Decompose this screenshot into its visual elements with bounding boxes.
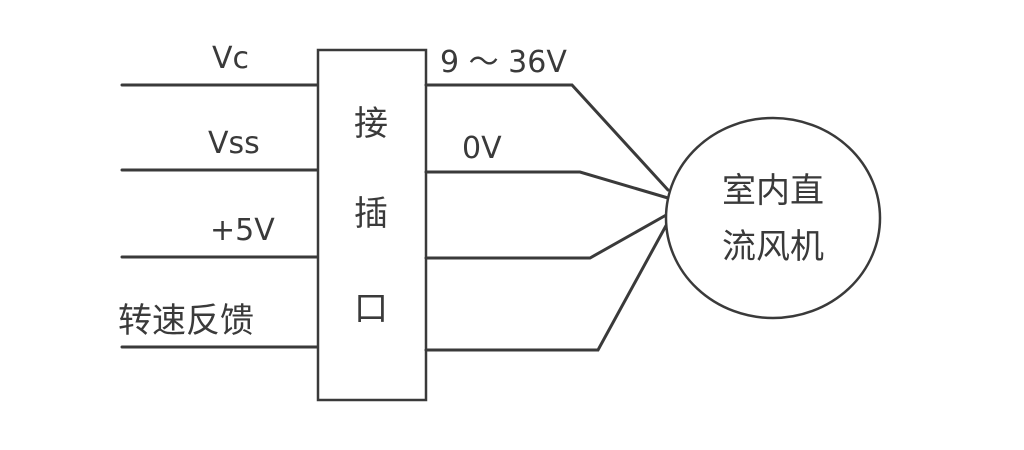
- output-wire-1: [424, 83, 670, 192]
- indoor-dc-fan-motor: [664, 116, 882, 320]
- vss-label: Vss: [208, 126, 260, 161]
- connector-char-2: 插: [354, 194, 388, 234]
- speed-feedback-label: 转速反馈: [118, 301, 254, 341]
- output-wire-3: [424, 212, 670, 260]
- supply-voltage-label: 9 ～ 36V: [440, 45, 567, 80]
- plus5v-label: +5V: [210, 213, 275, 248]
- output-wire-4: [424, 220, 670, 352]
- output-wire-2: [424, 170, 670, 200]
- connector-char-1: 接: [354, 104, 388, 144]
- motor-label-line-2: 流风机: [722, 227, 824, 267]
- motor-label-line-1: 室内直: [722, 171, 824, 211]
- vc-label: Vc: [212, 41, 249, 76]
- connector-box: [316, 48, 428, 402]
- connector-char-3: 口: [354, 289, 388, 329]
- ground-voltage-label: 0V: [462, 131, 502, 166]
